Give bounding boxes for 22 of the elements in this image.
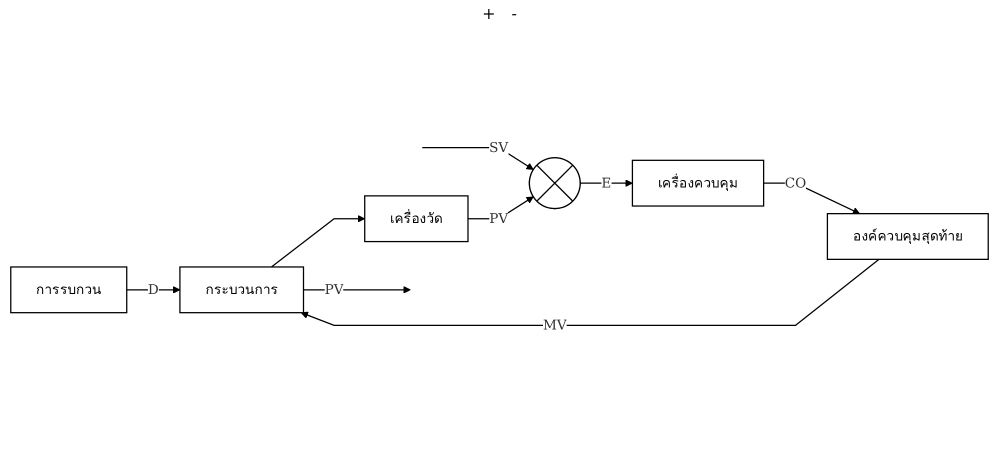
edge-label: PV — [489, 210, 508, 226]
edge-label: SV — [489, 139, 508, 156]
arrow — [764, 182, 860, 214]
arrow — [126, 286, 180, 294]
edge-label: MV — [542, 316, 567, 333]
node-box: องค์ควบคุมสุดท้าย — [826, 213, 989, 260]
edge-label: E — [601, 174, 612, 191]
node-box: เครื่องควบคุม — [632, 160, 764, 207]
sign-label: - — [512, 4, 517, 23]
arrow — [580, 179, 633, 187]
edge-label: PV — [324, 281, 344, 298]
node-box: เครื่องวัด — [364, 195, 469, 242]
arrow — [304, 286, 411, 294]
node-box: กระบวนการ — [179, 266, 304, 314]
edge-label: CO — [784, 174, 806, 191]
arrow — [468, 196, 534, 220]
sign-label: + — [482, 4, 496, 23]
arrow — [422, 147, 534, 170]
edge-label: D — [148, 281, 159, 298]
arrow — [300, 258, 880, 326]
arrow — [271, 215, 366, 268]
node-box: การรบกวน — [10, 266, 128, 314]
